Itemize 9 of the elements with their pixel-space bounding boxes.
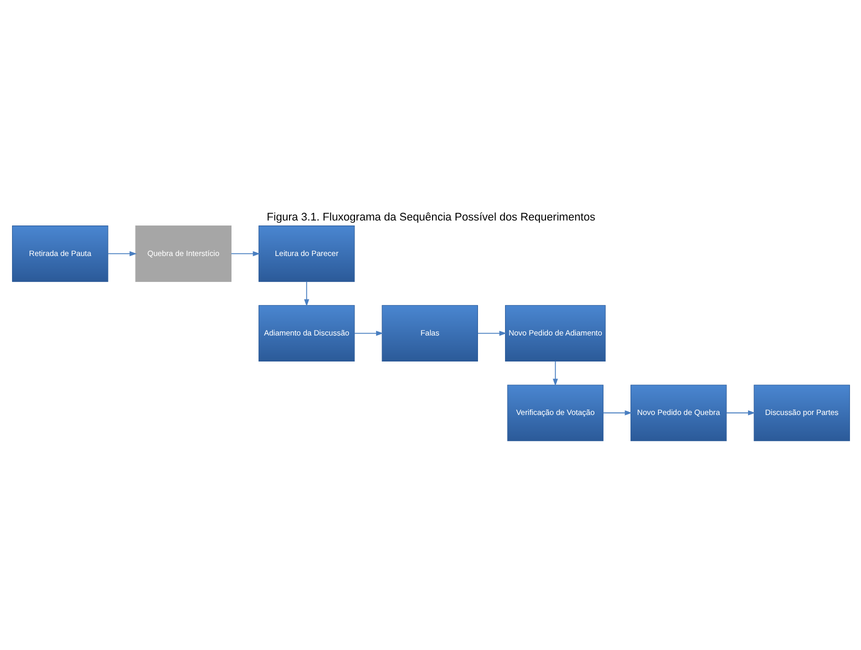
arrow — [552, 360, 558, 386]
arrow — [230, 251, 260, 256]
arrow — [304, 281, 309, 306]
arrow — [107, 251, 136, 256]
diagram-title: Figura 3.1. Fluxograma da Sequência Possível dos Requerimentos — [266, 211, 595, 224]
arrow — [476, 330, 506, 336]
arrow — [354, 330, 383, 336]
arrow — [602, 410, 632, 416]
arrow — [726, 410, 755, 416]
